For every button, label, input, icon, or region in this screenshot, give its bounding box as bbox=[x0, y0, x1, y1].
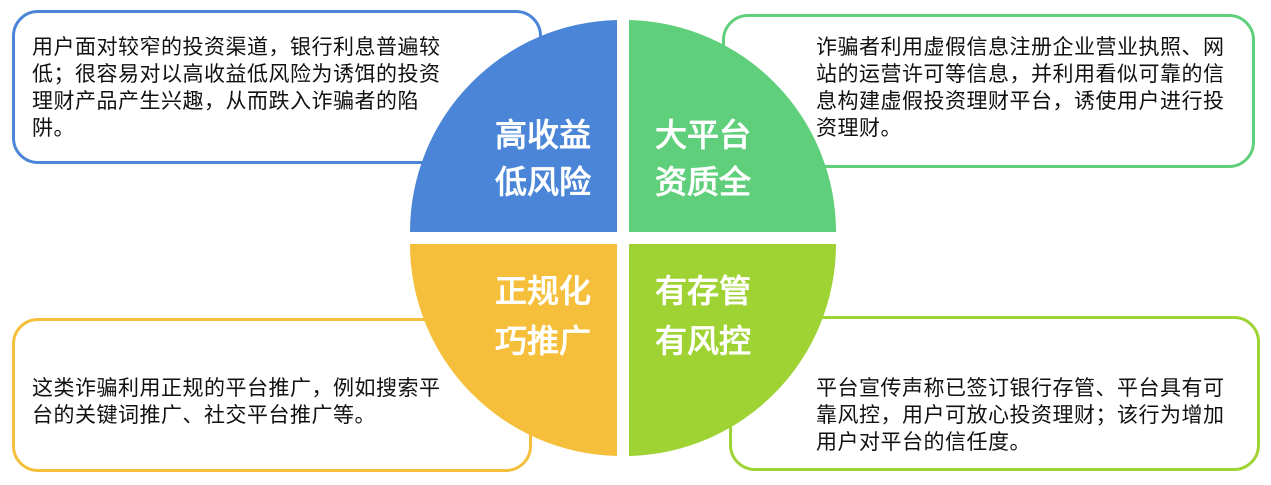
quadrant-bottom-left bbox=[410, 244, 617, 456]
description-box-bottom-right bbox=[729, 316, 1260, 471]
quadrant-top-left-line2: 低风险 bbox=[495, 163, 592, 201]
quadrant-bottom-left-line1: 正规化 bbox=[495, 272, 591, 310]
quadrant-bottom-right bbox=[629, 244, 836, 456]
quadrant-top-left bbox=[409, 20, 617, 232]
description-bottom-left: 这类诈骗利用正规的平台推广，例如搜索平台的关键词推广、社交平台推广等。 bbox=[32, 376, 441, 427]
quadrant-top-right bbox=[629, 20, 836, 232]
description-box-top-left bbox=[12, 10, 542, 164]
quadrant-top-left-line1: 高收益 bbox=[495, 116, 591, 154]
description-top-left: 用户面对较窄的投资渠道，银行利息普遍较低；很容易对以高收益低风险为诱饵的投资理财… bbox=[32, 35, 441, 140]
description-bottom-right: 平台宣传声称已签订银行存管、平台具有可靠风控，用户可放心投资理财；该行为增加用户… bbox=[816, 376, 1225, 454]
quadrant-bottom-left-line2: 巧推广 bbox=[495, 322, 591, 360]
quadrant-top-right-line1: 大平台 bbox=[655, 116, 751, 154]
quadrant-top-right-line2: 资质全 bbox=[655, 163, 752, 201]
description-top-right: 诈骗者利用虚假信息注册企业营业执照、网站的运营许可等信息，并利用看似可靠的信息构… bbox=[816, 35, 1225, 140]
quadrant-bottom-right-line1: 有存管 bbox=[655, 272, 751, 310]
quadrant-bottom-right-line2: 有风控 bbox=[655, 322, 751, 360]
